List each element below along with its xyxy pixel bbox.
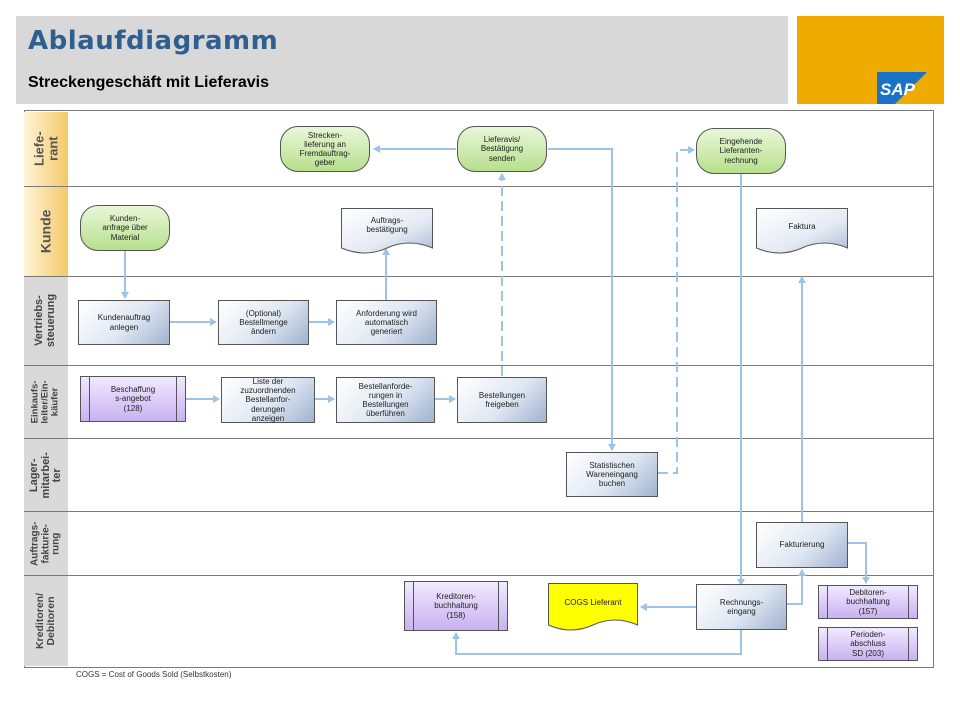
node-liste-bestellanforderungen[interactable]: Liste der zuzuordnenden Bestellanfor- de… [221, 377, 315, 423]
lane-label-einkaeufer: Einkaufs- leiter/Ein- käufer [24, 366, 68, 438]
connector [787, 569, 806, 605]
node-auftragsbestaetigung[interactable]: Auftrags- bestätigung [341, 208, 433, 256]
node-periodenabschluss[interactable]: Perioden- abschluss SD (203) [818, 627, 918, 661]
lane-label-kreditoren-debitoren: Kreditoren/ Debitoren [24, 576, 68, 666]
lane-label-kunde: Kunde [24, 187, 68, 276]
lane-separator [24, 186, 934, 187]
connector [548, 148, 616, 451]
header-bar: Ablaufdiagramm Streckengeschäft mit Lief… [16, 16, 788, 104]
node-lieferavis-senden[interactable]: Lieferavis/ Bestätigung senden [457, 126, 547, 172]
node-beschaffungsangebot[interactable]: Beschaffung s-angebot (128) [80, 376, 186, 422]
node-kundenauftrag-anlegen[interactable]: Kundenauftrag anlegen [78, 300, 170, 345]
node-fakturierung[interactable]: Fakturierung [756, 522, 848, 568]
node-bestellmenge-aendern[interactable]: (Optional) Bestellmenge ändern [218, 300, 309, 345]
lane-label-lieferant: Liefe- rant [24, 112, 68, 186]
node-eingehende-rechnung[interactable]: Eingehende Lieferanten- rechnung [696, 128, 786, 174]
document-shape [756, 208, 848, 254]
lane-separator [24, 365, 934, 366]
lane-separator [24, 438, 934, 439]
connector [848, 542, 870, 584]
lane-label-auftragsfakturierung: Auftrags- fakturie- rung [24, 512, 68, 575]
node-bestellanforderungen-ueberfuehren[interactable]: Bestellanforde- rungen in Bestellungen ü… [336, 377, 435, 423]
node-faktura[interactable]: Faktura [756, 208, 848, 256]
node-debitorenbuchhaltung[interactable]: Debitoren- buchhaltung (157) [818, 585, 918, 619]
sap-logo: SAP [877, 72, 927, 104]
footnote: COGS = Cost of Goods Sold (Selbstkosten) [76, 670, 232, 679]
lane-separator [24, 276, 934, 277]
page-subtitle: Streckengeschäft mit Lieferavis [28, 74, 269, 91]
sap-logo-text: SAP [880, 80, 916, 99]
connector [658, 146, 695, 474]
node-cogs-lieferant[interactable]: COGS Lieferant [548, 583, 638, 633]
node-rechnungseingang[interactable]: Rechnungs- eingang [696, 584, 787, 630]
node-strecken-lieferung[interactable]: Strecken- lieferung an Fremdauftrag- geb… [280, 126, 370, 172]
document-shape [341, 208, 433, 254]
lane-label-lagermitarbeiter: Lager- mitarbei- ter [24, 439, 68, 511]
node-kreditorenbuchhaltung[interactable]: Kreditoren- buchhaltung (158) [404, 581, 508, 631]
node-anforderung-generiert[interactable]: Anforderung wird automatisch generiert [336, 300, 437, 345]
logo-panel [797, 16, 944, 104]
document-shape [548, 583, 638, 631]
lane-label-vertriebssteuerung: Vertriebs- steuerung [24, 277, 68, 365]
node-kundenanfrage[interactable]: Kunden- anfrage über Material [80, 205, 170, 251]
lane-separator [24, 511, 934, 512]
lane-separator [24, 575, 934, 576]
page-title: Ablaufdiagramm [28, 26, 279, 56]
node-wareneingang-buchen[interactable]: Statistischen Wareneingang buchen [566, 452, 658, 497]
node-bestellungen-freigeben[interactable]: Bestellungen freigeben [457, 377, 547, 423]
connector [452, 630, 742, 655]
